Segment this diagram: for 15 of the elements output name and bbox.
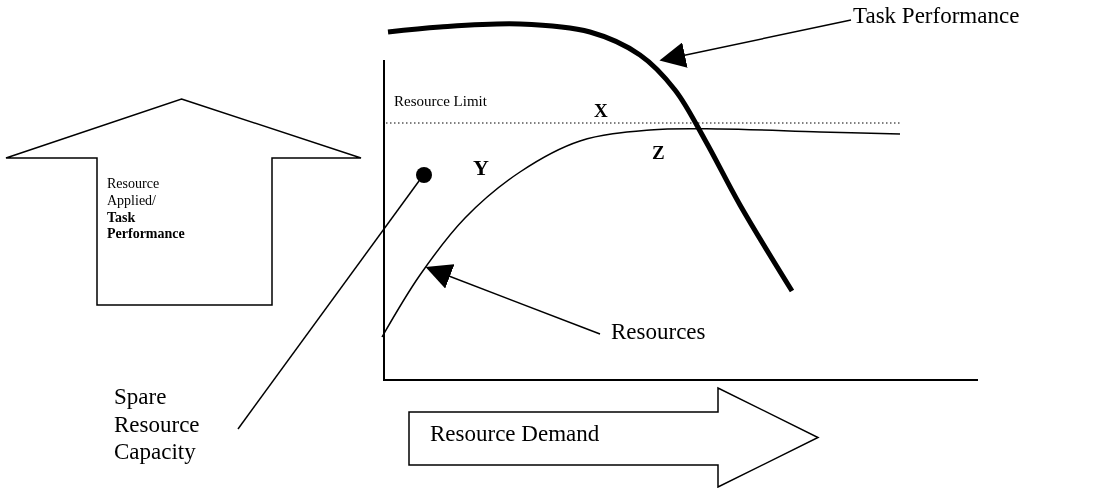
point-label: Z [652, 142, 665, 164]
up-block-arrow [5, 98, 362, 306]
marker-dot [416, 167, 432, 183]
pointer-arrow [425, 264, 601, 335]
pointer-arrow [659, 19, 852, 68]
line-label: Resource Limit [394, 93, 487, 110]
arrow-text: Resource Applied/ Task Performance [107, 176, 185, 244]
callout-text: Spare Resource Capacity [114, 383, 214, 466]
point-label: X [594, 100, 608, 122]
callout-text: Task Performance [853, 2, 1053, 30]
leader-line [237, 180, 420, 430]
callout-text: Resources [611, 318, 751, 346]
arrow-text: Resource Demand [430, 420, 601, 448]
point-label: Y [473, 155, 489, 181]
right-block-arrow [408, 387, 820, 488]
